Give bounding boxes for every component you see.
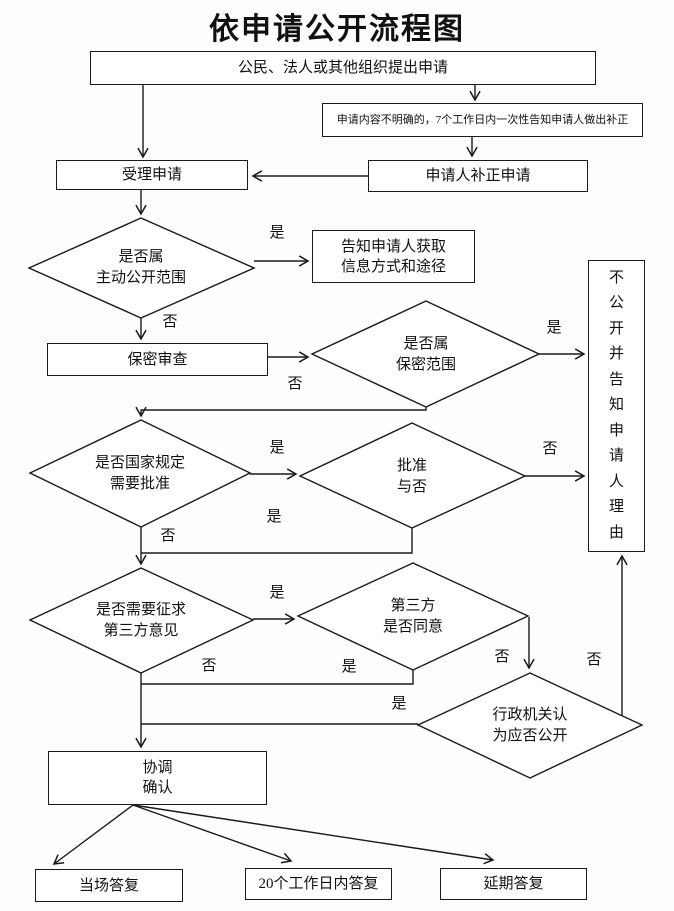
node-coordinate: 协调 确认	[48, 751, 267, 805]
node-correct: 申请人补正申请	[368, 160, 588, 192]
edge-label-secret-yes: 是	[546, 320, 562, 336]
edge-fan-days20	[132, 804, 293, 864]
diamond-third-party-label: 是否需要征求 第三方意见	[95, 602, 186, 639]
edge-fan-onspot	[52, 804, 134, 865]
edge-label-third-party-no: 否	[201, 658, 217, 674]
edge-label-proactive-no: 否	[162, 314, 178, 330]
edge-label-approve-no: 否	[542, 441, 558, 457]
edge-label-secret-no: 否	[287, 376, 303, 392]
edge-agree-yes-merge	[141, 670, 414, 685]
node-inform: 告知申请人获取 信息方式和途径	[312, 230, 475, 283]
node-accept: 受理申请	[56, 160, 248, 190]
edge-label-third-party-yes: 是	[269, 585, 285, 601]
diamond-secret-label: 是否属 保密范围	[395, 336, 456, 373]
edge-label-approval-yes: 是	[269, 440, 285, 456]
diamond-admin-label: 行政机关认 为应否公开	[492, 707, 568, 744]
node-days20: 20个工作日内答复	[245, 868, 392, 900]
node-refuse: 不公开并告知申请人理由	[588, 260, 645, 552]
edge-label-proactive-yes: 是	[269, 225, 285, 241]
edge-approve-yes-merge	[141, 528, 413, 554]
edge-label-approval-no: 否	[160, 528, 176, 544]
node-apply: 公民、法人或其他组织提出申请	[90, 51, 596, 85]
node-onspot: 当场答复	[35, 869, 183, 902]
edge-secret-no-down	[135, 406, 427, 418]
diamond-proactive-label: 是否属 主动公开范围	[95, 249, 186, 286]
node-delay: 延期答复	[440, 868, 587, 900]
edge-label-admin-yes: 是	[391, 696, 407, 712]
diamond-approve-label: 批准 与否	[396, 458, 427, 495]
diamond-agree-label: 第三方 是否同意	[382, 598, 443, 635]
node-secrecy-review: 保密审查	[47, 343, 268, 376]
edge-label-agree-yes: 是	[341, 659, 357, 675]
edge-fan-delay	[132, 804, 495, 865]
edge-label-admin-no: 否	[586, 652, 602, 668]
node-note: 申请内容不明确的，7个工作日内一次性告知申请人做出补正	[322, 103, 643, 137]
node-refuse-label: 不公开并告知申请人理由	[608, 269, 624, 541]
diamond-approval-needed-label: 是否国家规定 需要批准	[94, 455, 185, 492]
edge-label-approve-yes: 是	[266, 509, 282, 525]
edge-label-agree-no: 否	[494, 649, 510, 665]
flowchart-title: 依申请公开流程图	[209, 13, 465, 46]
diamond-admin-shape	[416, 672, 644, 779]
